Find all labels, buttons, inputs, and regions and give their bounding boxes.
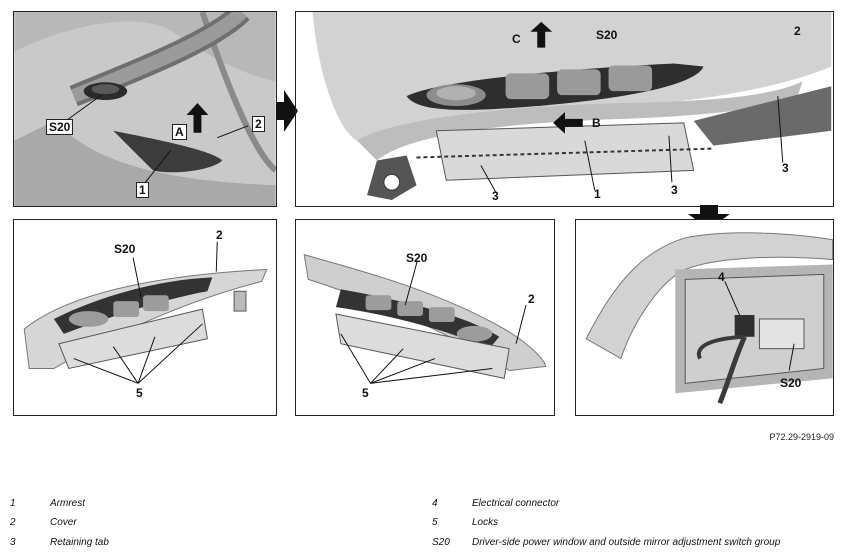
legend-num-5: 5	[432, 517, 438, 528]
callout-b: B	[592, 116, 601, 130]
callout-2: 2	[216, 228, 223, 242]
illustration-panel-5: 4 S20	[575, 219, 834, 416]
callout-a: A	[172, 124, 187, 140]
legend: 1 Armrest 2 Cover 3 Retaining tab 4 Elec…	[0, 494, 846, 554]
illustration-panel-1: S20 A 2 1	[13, 11, 277, 207]
armrest-illustration	[14, 12, 276, 206]
callout-2: 2	[794, 24, 801, 38]
illustration-panel-2: C S20 2 B 3 1 3 3	[295, 11, 834, 207]
callout-1: 1	[594, 187, 601, 201]
arrow-c	[530, 21, 553, 48]
legend-num-4: 4	[432, 498, 438, 509]
connector-shape	[734, 315, 755, 337]
callout-3-mid: 3	[671, 183, 678, 197]
callout-s20: S20	[46, 119, 74, 135]
callout-2: 2	[528, 292, 535, 306]
callout-5: 5	[362, 386, 369, 400]
callout-1: 1	[136, 182, 149, 198]
callout-c: C	[512, 32, 521, 46]
illustration-panel-4: S20 2 5	[295, 219, 555, 416]
callout-3-right: 3	[782, 161, 789, 175]
legend-num-2: 2	[10, 517, 16, 528]
illustration-panel-3: S20 2 5	[13, 219, 277, 416]
step-arrow-right	[276, 90, 298, 132]
step-arrow-down	[688, 205, 730, 229]
callout-4: 4	[718, 270, 725, 284]
callout-s20: S20	[596, 28, 618, 42]
legend-text-3: Retaining tab	[50, 537, 109, 548]
legend-text-1: Armrest	[50, 498, 85, 509]
cover-removal-illustration	[297, 12, 832, 206]
legend-text-2: Cover	[50, 517, 77, 528]
callout-5: 5	[136, 386, 143, 400]
switch-group-illustration-1	[14, 220, 276, 415]
legend-num-1: 1	[10, 498, 16, 509]
callout-3-left: 3	[492, 189, 499, 203]
callout-2: 2	[252, 116, 265, 132]
legend-num-s20: S20	[432, 537, 450, 548]
legend-text-s20: Driver-side power window and outside mir…	[472, 537, 781, 548]
arrow-b	[553, 111, 583, 134]
arrow-a	[186, 103, 209, 133]
legend-text-4: Electrical connector	[472, 498, 560, 509]
callout-s20: S20	[114, 242, 136, 256]
connector-illustration	[576, 220, 833, 415]
figure-reference: P72.29-2919-09	[769, 432, 834, 442]
switch-group-illustration-2	[296, 220, 554, 415]
callout-s20: S20	[406, 251, 428, 265]
legend-num-3: 3	[10, 537, 16, 548]
callout-s20: S20	[780, 376, 802, 390]
legend-text-5: Locks	[472, 517, 499, 528]
